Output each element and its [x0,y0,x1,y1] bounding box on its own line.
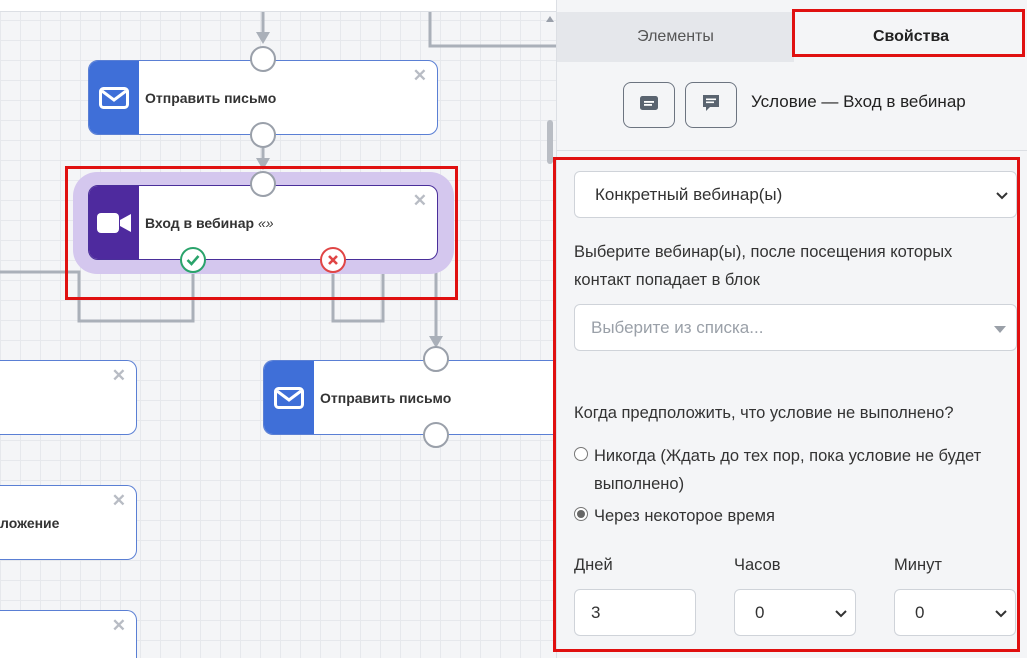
webinar-mode-value: Конкретный вебинар(ы) [595,184,783,204]
email-node-right[interactable]: Отправить письмо [263,360,556,435]
email-node-top-output-port[interactable] [250,122,276,148]
tab-elements[interactable]: Элементы [557,12,794,62]
check-icon[interactable] [180,247,206,273]
chevron-down-icon [835,603,847,623]
radio-never[interactable] [574,447,588,461]
cross-icon[interactable] [320,247,346,273]
properties-panel: Элементы Свойства Условие — Вход в вебин… [553,0,1027,658]
panel-divider [557,150,1027,151]
email-node-top-input-port[interactable] [250,46,276,72]
close-icon[interactable]: ✕ [412,66,427,85]
webinar-node[interactable]: Вход в вебинар «» ✕ [88,185,438,260]
partial-node-1[interactable]: ✕ [0,360,137,435]
days-value: 3 [591,602,601,622]
radio-after[interactable] [574,507,588,521]
caret-down-icon [994,318,1006,338]
scroll-up-arrow-icon[interactable] [546,16,554,22]
text-block-button[interactable] [623,82,675,128]
hours-value: 0 [755,602,765,622]
connection-lines [0,12,556,348]
partial-node-2[interactable]: ложение ✕ [0,485,137,560]
close-icon[interactable]: ✕ [412,191,427,210]
email-node-top-title: Отправить письмо [145,89,277,106]
close-icon[interactable]: ✕ [111,616,126,635]
radio-never-label: Никогда (Ждать до тех пор, пока условие … [594,447,982,493]
webinar-mode-select[interactable]: Конкретный вебинар(ы) [574,171,1017,218]
email-node-right-output-port[interactable] [423,422,449,448]
radio-after-row[interactable]: Через некоторое время [574,502,1014,530]
days-input[interactable]: 3 [574,589,696,636]
radio-never-row[interactable]: Никогда (Ждать до тех пор, пока условие … [574,442,1014,498]
close-icon[interactable]: ✕ [111,491,126,510]
partial-node-3[interactable]: ✕ [0,610,137,658]
chevron-down-icon [995,603,1007,623]
hours-select[interactable]: 0 [734,589,856,636]
webinar-node-label: Вход в вебинар [145,214,255,231]
envelope-icon [264,361,314,434]
partial-node-2-title: ложение [0,514,60,531]
minutes-select[interactable]: 0 [894,589,1016,636]
webinar-node-quotes: «» [257,214,274,231]
hours-label: Часов [734,556,781,574]
canvas-top-strip [0,0,556,12]
radio-after-label: Через некоторое время [594,507,775,525]
block-title: Условие — Вход в вебинар [751,92,966,111]
text-block-icon [640,95,658,115]
close-icon[interactable]: ✕ [111,366,126,385]
days-label: Дней [574,556,613,574]
email-node-right-title: Отправить письмо [320,389,452,406]
email-node-right-input-port[interactable] [423,346,449,372]
chevron-down-icon [996,185,1008,205]
comment-button[interactable] [685,82,737,128]
envelope-icon [89,61,139,134]
minutes-label: Минут [894,556,942,574]
panel-tabs: Элементы Свойства [557,12,1027,62]
minutes-value: 0 [915,602,925,622]
canvas-scrollbar[interactable] [545,12,555,658]
choose-webinar-label: Выберите вебинар(ы), после посещения кот… [574,243,953,289]
video-camera-icon [89,186,139,259]
flow-canvas[interactable]: Отправить письмо ✕ Вход в вебинар «» ✕ О… [0,0,556,658]
fail-condition-question: Когда предположить, что условие не выпол… [574,404,954,422]
comment-icon [702,94,720,117]
canvas-scroll-thumb[interactable] [547,120,553,164]
webinar-node-input-port[interactable] [250,171,276,197]
tab-properties[interactable]: Свойства [794,12,1027,62]
webinar-list-placeholder: Выберите из списка... [591,317,764,337]
webinar-node-title: Вход в вебинар «» [145,186,274,259]
webinar-list-select[interactable]: Выберите из списка... [574,304,1017,351]
